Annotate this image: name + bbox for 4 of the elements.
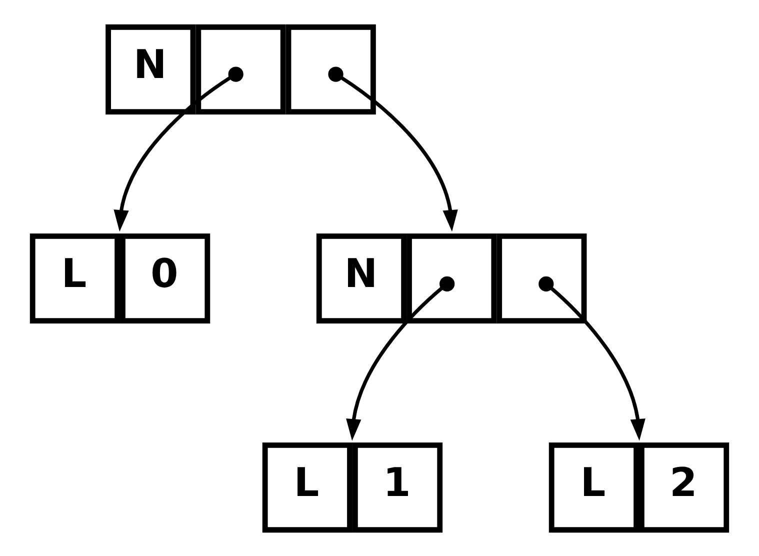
arrow xyxy=(346,276,455,440)
arrow xyxy=(114,66,244,232)
arrow xyxy=(538,276,646,440)
arrow xyxy=(328,66,458,232)
